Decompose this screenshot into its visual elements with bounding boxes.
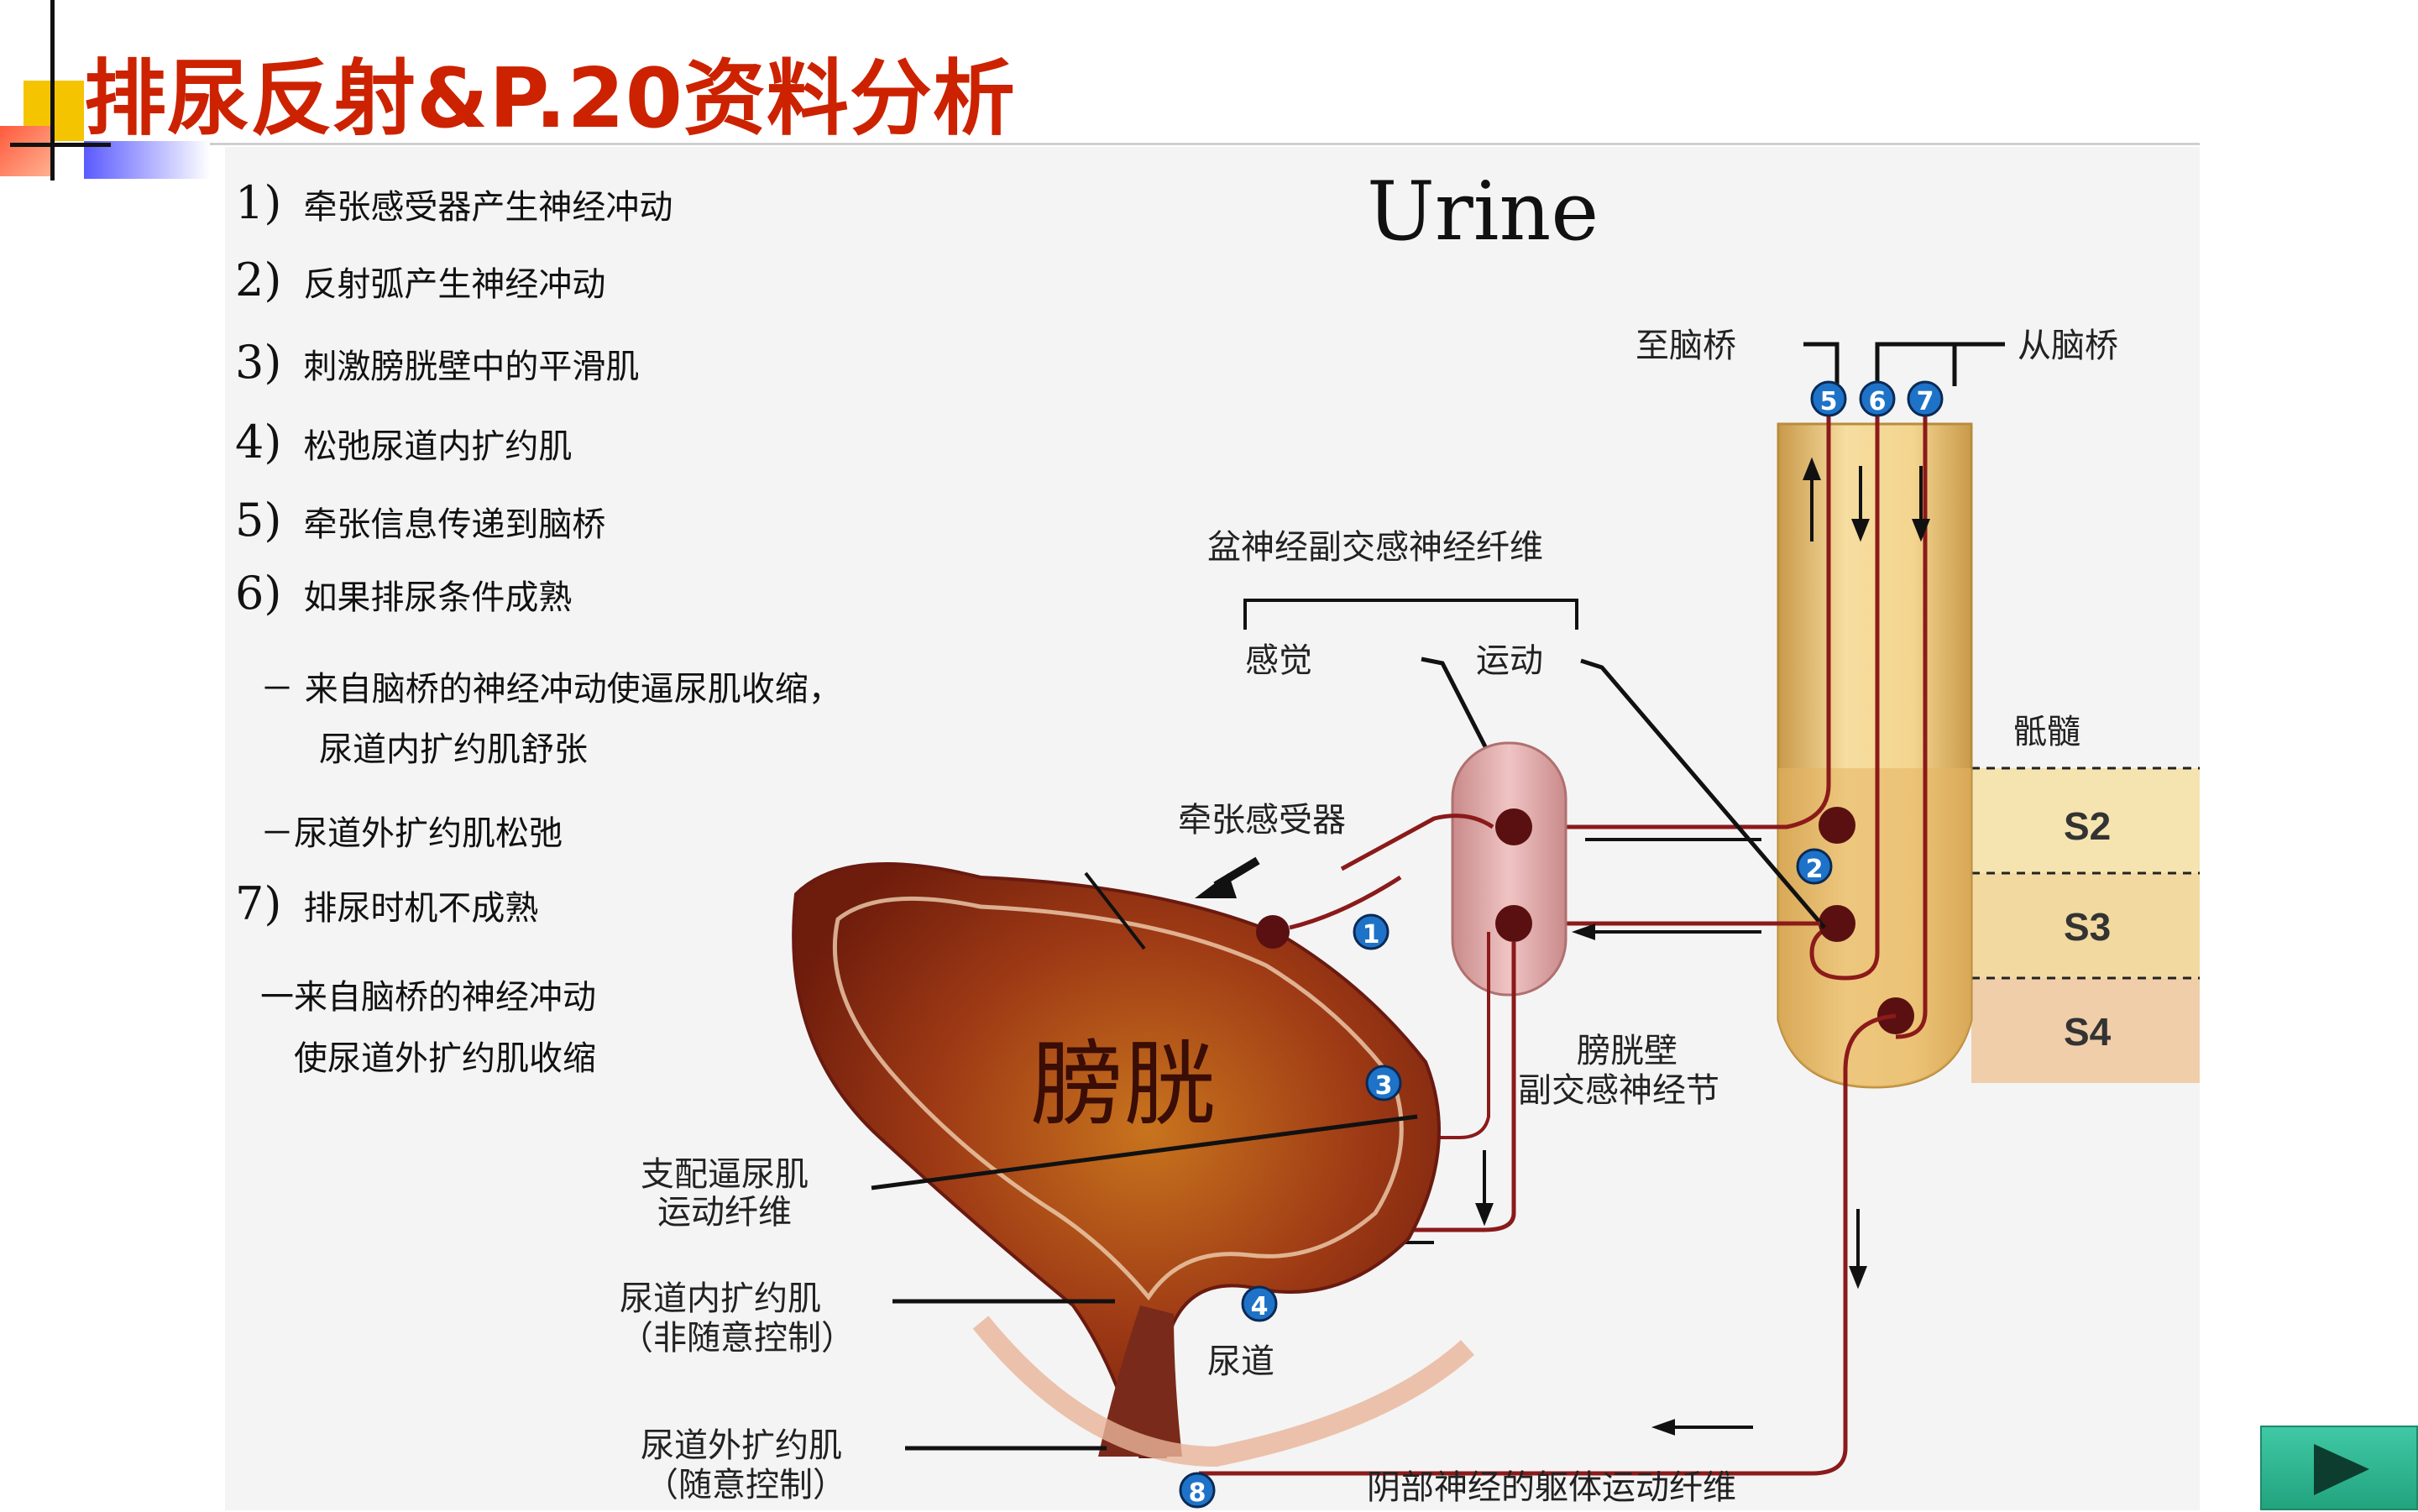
step-number: 1) — [235, 176, 282, 229]
from-pons-label: 从脑桥 — [2018, 327, 2118, 365]
step-text: 松弛尿道内扩约肌 — [303, 427, 573, 466]
step-text: 刺激膀胱壁中的平滑肌 — [303, 348, 640, 386]
stretch-receptor-arrow — [1084, 856, 1260, 950]
step-text: 反射弧产生神经冲动 — [303, 265, 606, 304]
step-item: 7) 排尿时机不成熟 — [235, 877, 538, 930]
slide-title: 排尿反射&P.20资料分析 — [84, 51, 1016, 147]
fiber-direction-arrows — [1571, 838, 1761, 940]
marker-1: 1 — [1353, 913, 1390, 950]
step-text: 使尿道外扩约肌收缩 — [294, 1039, 596, 1078]
urethra-label: 尿道 — [1207, 1342, 1274, 1381]
step-subitem: 一来自脑桥的神经冲动 — [260, 970, 596, 1018]
step-text: 一来自脑桥的神经冲动 — [260, 978, 596, 1017]
internal-sphincter-label-line2: （非随意控制） — [620, 1319, 855, 1358]
title-decoration-blue — [84, 141, 210, 179]
parasympathetic-ganglion — [1451, 741, 1568, 997]
pudendal-nerve-fiber — [1199, 1013, 1897, 1476]
marker-2: 2 — [1796, 848, 1833, 885]
marker-1-label: 1 — [1363, 920, 1380, 950]
detrusor-leader — [871, 1114, 1418, 1190]
step-number: 3) — [235, 336, 282, 389]
marker-6: 6 — [1859, 380, 1896, 417]
pelvic-nerve-bracket — [1243, 599, 1578, 630]
step-item: 4) 松弛尿道内扩约肌 — [235, 416, 572, 468]
step-text: 尿道内扩约肌舒张 — [319, 730, 588, 769]
play-triangle-icon — [2314, 1444, 2369, 1495]
segment-s3-label: S3 — [2064, 905, 2111, 949]
marker-7: 7 — [1907, 380, 1944, 417]
cord-neurons — [1819, 807, 1914, 1034]
pons-connectors — [1803, 342, 2005, 386]
marker-6-label: 6 — [1869, 387, 1887, 416]
marker-4-label: 4 — [1251, 1292, 1269, 1321]
next-slide-button[interactable] — [2260, 1426, 2418, 1510]
sensory-label: 感觉 — [1245, 641, 1312, 680]
sacral-cord-label: 骶髓 — [2013, 713, 2080, 751]
marker-3-label: 3 — [1375, 1071, 1393, 1101]
marker-4: 4 — [1241, 1285, 1278, 1322]
step-item: 6) 如果排尿条件成熟 — [235, 567, 572, 620]
pelvic-nerve-label: 盆神经副交感神经纤维 — [1207, 528, 1543, 567]
detrusor-label-line2: 运动纤维 — [657, 1193, 792, 1232]
motor-path-arrows — [1348, 1150, 1867, 1436]
ganglion-label-line2: 副交感神经节 — [1518, 1071, 1719, 1110]
cord-direction-arrows — [1803, 457, 1930, 542]
step-subitem: 尿道内扩约肌舒张 — [319, 722, 588, 771]
step-text: 牵张感受器产生神经冲动 — [303, 188, 673, 227]
step-text: －尿道外扩约肌松弛 — [260, 814, 563, 853]
marker-2-label: 2 — [1806, 855, 1824, 884]
external-sphincter-label-line2: （随意控制） — [645, 1466, 846, 1504]
segment-s2-label: S2 — [2064, 804, 2111, 848]
step-item: 5) 牵张信息传递到脑桥 — [235, 494, 605, 547]
step-number: 7) — [235, 877, 282, 930]
stretch-receptor-label: 牵张感受器 — [1178, 801, 1346, 840]
title-decoration-vertical-line — [50, 0, 55, 180]
step-item: 2) 反射弧产生神经冲动 — [235, 254, 605, 306]
internal-sphincter-label-line1: 尿道内扩约肌 — [620, 1279, 821, 1318]
title-decoration-horizontal-line — [10, 143, 111, 147]
marker-7-label: 7 — [1917, 387, 1934, 416]
marker-8-label: 8 — [1189, 1478, 1206, 1508]
motor-label: 运动 — [1476, 641, 1543, 680]
step-number: 4) — [235, 416, 282, 468]
micturition-reflex-diagram: Urine S2 S3 S4 骶髓 至脑桥 从脑桥 — [620, 165, 2200, 1509]
step-subitem: － 来自脑桥的神经冲动使逼尿肌收缩， — [260, 662, 842, 710]
step-subitem: 使尿道外扩约肌收缩 — [294, 1031, 596, 1080]
sacral-segments: S2 S3 S4 — [1971, 766, 2200, 1083]
ganglion-label-line1: 膀胱壁 — [1577, 1032, 1677, 1070]
step-subitem: －尿道外扩约肌松弛 — [260, 806, 563, 855]
step-item: 1) 牵张感受器产生神经冲动 — [235, 176, 673, 229]
marker-3: 3 — [1365, 1065, 1402, 1101]
cord-nerve-tracts — [1619, 399, 1928, 1039]
step-item: 3) 刺激膀胱壁中的平滑肌 — [235, 336, 639, 389]
external-sphincter-label-line1: 尿道外扩约肌 — [641, 1426, 842, 1465]
segment-s4-label: S4 — [2064, 1010, 2112, 1054]
step-text: － 来自脑桥的神经冲动使逼尿肌收缩， — [260, 670, 842, 709]
step-number: 6) — [235, 567, 282, 620]
step-number: 2) — [235, 254, 282, 306]
detrusor-label-line1: 支配逼尿肌 — [641, 1155, 809, 1194]
pudendal-nerve-label: 阴部神经的躯体运动纤维 — [1367, 1468, 1736, 1507]
diagram-heading: Urine — [1367, 165, 1599, 259]
step-text: 牵张信息传递到脑桥 — [303, 505, 606, 544]
step-text: 如果排尿条件成熟 — [303, 578, 573, 617]
bladder-illustration — [792, 862, 1475, 1468]
marker-5-label: 5 — [1820, 387, 1838, 416]
step-text: 排尿时机不成熟 — [303, 889, 539, 928]
title-decoration-red — [0, 126, 50, 176]
stretch-receptor-neuron — [1256, 915, 1290, 949]
marker-8: 8 — [1179, 1472, 1216, 1509]
to-pons-label: 至脑桥 — [1636, 327, 1736, 365]
step-number: 5) — [235, 494, 282, 547]
title-divider — [210, 143, 2200, 145]
bladder-label: 膀胱 — [1031, 1031, 1216, 1138]
marker-5: 5 — [1810, 380, 1847, 417]
